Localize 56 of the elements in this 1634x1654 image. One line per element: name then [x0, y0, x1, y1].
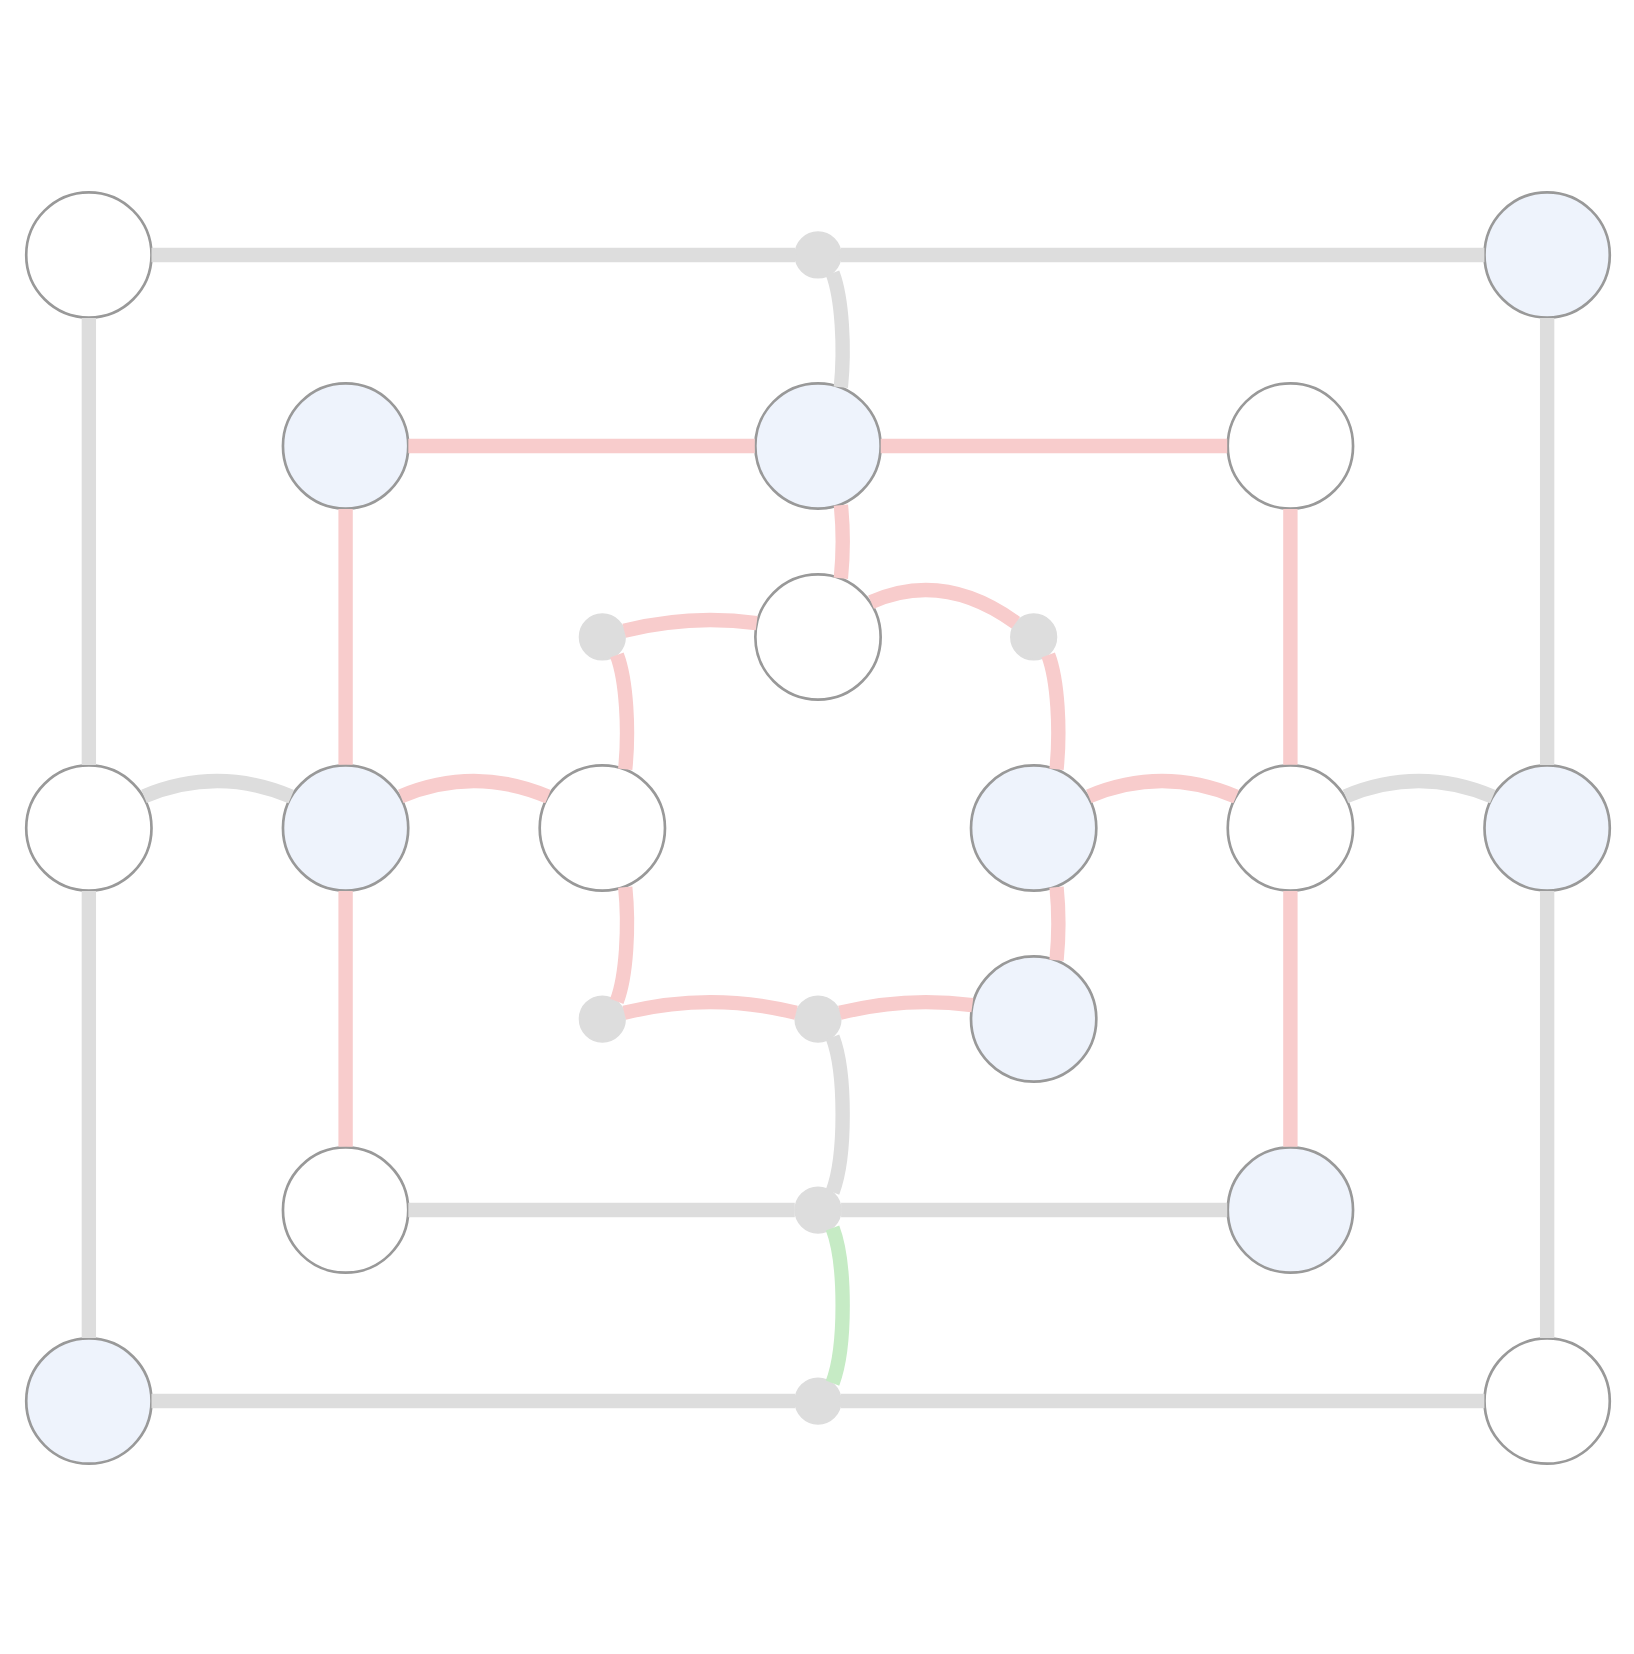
connector	[621, 993, 797, 1019]
connector	[839, 246, 1484, 262]
node-dot	[1009, 612, 1057, 660]
connector	[80, 889, 96, 1337]
connector	[150, 1392, 795, 1408]
node-circle	[280, 381, 409, 509]
connector	[397, 772, 550, 803]
node-circle	[280, 1145, 409, 1273]
connector	[80, 316, 96, 764]
node-circle	[23, 1336, 152, 1465]
connector	[337, 890, 352, 1146]
connector	[150, 246, 795, 262]
connector	[621, 611, 757, 637]
node-circle	[1225, 1145, 1354, 1273]
node-circle	[1225, 763, 1354, 891]
node-circle	[280, 763, 409, 891]
connector	[837, 993, 973, 1019]
node-circle	[753, 381, 881, 509]
connector	[824, 269, 849, 387]
connector	[832, 503, 849, 578]
node-circle	[1225, 381, 1354, 509]
connector	[840, 1201, 1227, 1217]
connector	[824, 1224, 849, 1385]
connector	[879, 437, 1227, 453]
node-dot	[793, 1376, 841, 1424]
connector	[839, 1392, 1484, 1408]
connector	[1282, 508, 1297, 764]
node-dot	[793, 230, 841, 278]
connector	[608, 885, 634, 1003]
connector	[1342, 772, 1495, 803]
node-circle	[1482, 1336, 1611, 1465]
node-circle	[968, 763, 1097, 891]
connector	[1538, 889, 1554, 1337]
node-circle	[968, 954, 1097, 1082]
node-dot	[577, 612, 625, 660]
node-circle	[753, 572, 881, 700]
connector	[407, 437, 754, 453]
connector	[407, 1201, 794, 1217]
connector	[140, 772, 293, 803]
node-dot	[793, 994, 841, 1042]
node-circle	[1482, 189, 1611, 318]
node-dot	[577, 994, 625, 1042]
node-dot	[793, 1185, 841, 1233]
connector	[824, 1033, 849, 1194]
node-circle	[23, 189, 152, 318]
connector	[1040, 651, 1065, 769]
connector	[1538, 316, 1554, 764]
connector	[609, 651, 634, 769]
connector	[337, 508, 352, 764]
node-circle	[23, 763, 152, 891]
node-circle	[537, 763, 666, 891]
connector	[1085, 772, 1238, 803]
node-circle	[1482, 763, 1611, 891]
connector	[867, 581, 1019, 628]
connector	[1048, 885, 1065, 960]
connector	[1282, 890, 1297, 1146]
